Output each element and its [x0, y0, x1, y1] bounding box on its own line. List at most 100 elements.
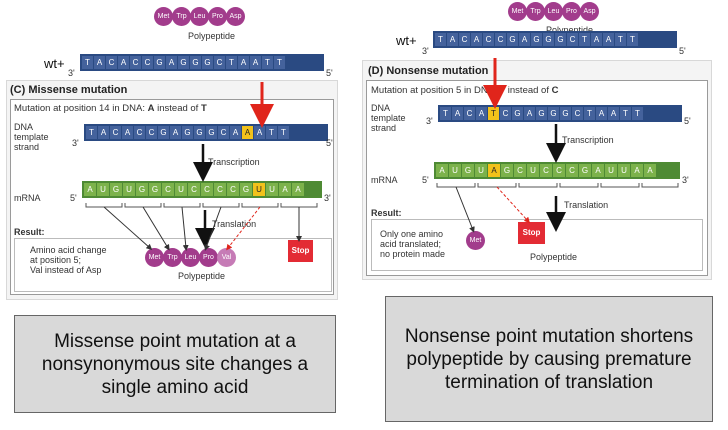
- dna-base: G: [182, 126, 193, 139]
- amino-acid: Met: [154, 7, 173, 26]
- dna-base: G: [560, 107, 571, 120]
- dna-base: C: [134, 126, 145, 139]
- missense-stop-badge: Stop: [288, 240, 313, 262]
- mrna-base: G: [240, 183, 252, 196]
- dna-base: C: [500, 107, 511, 120]
- dna-base: A: [230, 126, 241, 139]
- dna-base: T: [435, 33, 446, 46]
- dna-base: G: [194, 126, 205, 139]
- dna-base: G: [531, 33, 542, 46]
- nonsense-dashed-arrow: [496, 186, 531, 224]
- mrna-base: U: [266, 183, 278, 196]
- wt-label-right: wt+: [396, 33, 417, 48]
- missense-polypeptide-label: Polypeptide: [178, 271, 226, 281]
- wt-label-left: wt+: [44, 56, 65, 71]
- dna-base: C: [130, 56, 141, 69]
- nonsense-title: (D) Nonsense mutation: [368, 65, 489, 77]
- dna-base: C: [459, 33, 470, 46]
- dna-base: T: [226, 56, 237, 69]
- missense-dna-label: DNA template strand: [14, 122, 49, 152]
- missense-translation-label: Translation: [212, 219, 257, 229]
- amino-acid: Leu: [544, 2, 563, 21]
- missense-result-label: Result:: [14, 227, 45, 237]
- missense-codon-lines: [103, 206, 302, 251]
- end-5-label: 5': [422, 175, 429, 185]
- dna-base: G: [507, 33, 518, 46]
- mrna-base: C: [188, 183, 200, 196]
- dna-base: G: [154, 56, 165, 69]
- dna-base: C: [214, 56, 225, 69]
- dna-base: A: [118, 56, 129, 69]
- dna-base: C: [110, 126, 121, 139]
- dna-base: T: [86, 126, 97, 139]
- dna-base: T: [262, 56, 273, 69]
- dna-base: C: [106, 56, 117, 69]
- dna-base: A: [238, 56, 249, 69]
- missense-result-text: Amino acid change at position 5; Val ins…: [30, 245, 107, 275]
- dna-base: T: [627, 33, 638, 46]
- dna-base: A: [94, 56, 105, 69]
- dna-base: A: [170, 126, 181, 139]
- nonsense-result-label: Result:: [371, 208, 402, 218]
- dna-base: T: [620, 107, 631, 120]
- end-3-label: 3': [422, 46, 429, 56]
- end-3-label: 3': [682, 175, 689, 185]
- amino-acid: Pro: [562, 2, 581, 21]
- polypeptide-label: Polypeptide: [188, 31, 236, 41]
- dna-base: A: [447, 33, 458, 46]
- amino-acid-val: Val: [217, 248, 236, 267]
- end-5-label: 5': [326, 68, 333, 78]
- mrna-base: U: [123, 183, 135, 196]
- mrna-base: G: [579, 164, 591, 177]
- missense-transcription-label: Transcription: [208, 157, 260, 167]
- end-5-label: 5': [326, 138, 333, 148]
- dna-base: A: [524, 107, 535, 120]
- mrna-base: C: [214, 183, 226, 196]
- amino-acid: Leu: [190, 7, 209, 26]
- end-3-label: 3': [68, 68, 75, 78]
- end-3-label: 3': [72, 138, 79, 148]
- dna-base: C: [495, 33, 506, 46]
- nonsense-transcription-label: Transcription: [562, 135, 614, 145]
- dna-base: A: [250, 56, 261, 69]
- dna-base: A: [476, 107, 487, 120]
- dna-base: C: [142, 56, 153, 69]
- dna-base: G: [512, 107, 523, 120]
- dna-base: A: [591, 33, 602, 46]
- end-3-label: 3': [324, 193, 331, 203]
- mrna-base: C: [227, 183, 239, 196]
- wt-polypeptide-right: Met Trp Leu Pro Asp: [508, 2, 618, 24]
- dna-base: T: [82, 56, 93, 69]
- dna-base: G: [536, 107, 547, 120]
- nonsense-codon-line: [455, 186, 475, 233]
- nonsense-codon-brackets: [436, 183, 679, 188]
- dna-base: G: [548, 107, 559, 120]
- dna-base: G: [543, 33, 554, 46]
- missense-codon-brackets: [85, 203, 318, 208]
- amino-acid: Leu: [181, 248, 200, 267]
- dna-base: A: [166, 56, 177, 69]
- dna-base: A: [471, 33, 482, 46]
- dna-base: A: [254, 126, 265, 139]
- mrna-base: U: [605, 164, 617, 177]
- dna-base: C: [483, 33, 494, 46]
- mrna-base: U: [527, 164, 539, 177]
- mrna-base: U: [449, 164, 461, 177]
- dna-base: C: [218, 126, 229, 139]
- dna-base: C: [146, 126, 157, 139]
- dna-base: T: [274, 56, 285, 69]
- end-3-label: 3': [426, 116, 433, 126]
- missense-mutation-text: Mutation at position 14 in DNA: A instea…: [14, 103, 207, 114]
- amino-acid: Met: [508, 2, 527, 21]
- mrna-base: A: [644, 164, 656, 177]
- amino-acid: Trp: [526, 2, 545, 21]
- nonsense-mrna-label: mRNA: [371, 175, 398, 185]
- nonsense-stop-badge: Stop: [518, 222, 545, 244]
- nonsense-translation-label: Translation: [564, 200, 609, 210]
